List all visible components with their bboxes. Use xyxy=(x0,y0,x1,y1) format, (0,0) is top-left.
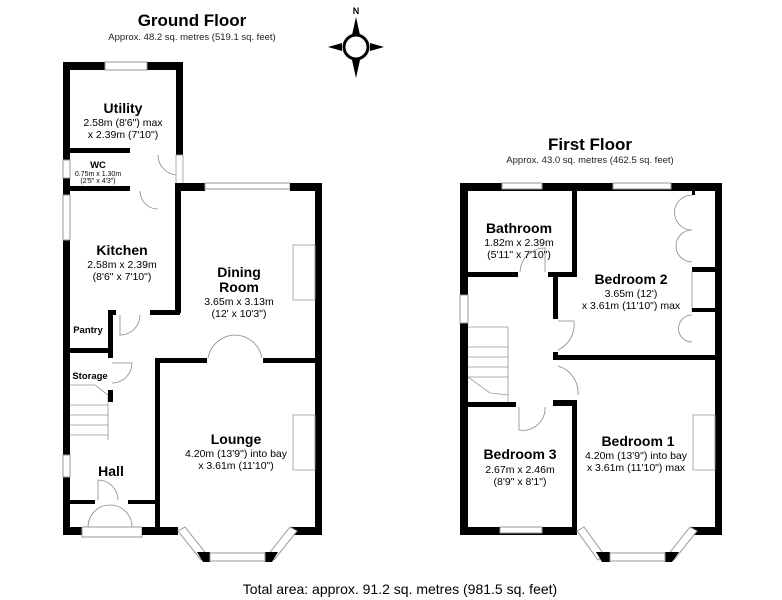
room-dimensions: 4.20m (13'9") into bay xyxy=(585,450,688,462)
first-floor-title: First Floor xyxy=(548,135,632,154)
room-name: Utility xyxy=(104,100,143,116)
room-dimensions: (5'11" x 7'10") xyxy=(487,249,551,261)
room-dimensions: x 3.61m (11'10") xyxy=(198,460,274,472)
room-bedroom-1: Bedroom 1 4.20m (13'9") into bay x 3.61m… xyxy=(585,433,688,474)
room-dimensions: 3.65m (12') xyxy=(605,288,658,300)
room-pantry: Pantry xyxy=(73,325,103,336)
room-kitchen: Kitchen 2.58m x 2.39m (8'6" x 7'10") xyxy=(87,242,157,283)
room-lounge: Lounge 4.20m (13'9") into bay x 3.61m (1… xyxy=(185,431,288,472)
room-name: Room xyxy=(219,279,259,295)
room-dimensions: 4.20m (13'9") into bay xyxy=(185,448,288,460)
room-bedroom-2: Bedroom 2 3.65m (12') x 3.61m (11'10") m… xyxy=(582,271,681,312)
room-storage: Storage xyxy=(72,371,107,382)
room-name: Bedroom 3 xyxy=(483,446,556,462)
room-name: Bedroom 2 xyxy=(594,271,667,287)
room-wc: WC 0.75m x 1.30m (2'5" x 4'3") xyxy=(75,160,121,185)
room-hall: Hall xyxy=(98,463,124,479)
room-bedroom-3: Bedroom 3 2.67m x 2.46m (8'9" x 8'1") xyxy=(483,446,556,488)
room-dimensions: (8'6" x 7'10") xyxy=(93,271,152,283)
room-dimensions: (2'5" x 4'3") xyxy=(80,178,115,185)
ground-floor-title: Ground Floor xyxy=(138,11,247,30)
room-name: Dining xyxy=(217,264,261,280)
room-name: Lounge xyxy=(211,431,262,447)
total-area: Total area: approx. 91.2 sq. metres (981… xyxy=(243,581,557,597)
staircase xyxy=(467,326,509,402)
compass-icon: N xyxy=(328,6,384,78)
room-dimensions: 2.58m (8'6") max xyxy=(83,117,163,129)
room-dimensions: 3.65m x 3.13m xyxy=(204,296,274,308)
room-dimensions: 2.58m x 2.39m xyxy=(87,259,157,271)
compass-north-label: N xyxy=(353,6,360,16)
room-name: Bedroom 1 xyxy=(601,433,674,449)
room-dimensions: x 2.39m (7'10") xyxy=(88,129,159,141)
first-floor-plan xyxy=(459,182,722,562)
room-dimensions: 1.82m x 2.39m xyxy=(484,237,554,249)
room-dimensions: 0.75m x 1.30m xyxy=(75,171,121,178)
staircase xyxy=(70,384,109,440)
room-name: Bathroom xyxy=(486,220,552,236)
room-dimensions: x 3.61m (11'10") max xyxy=(582,300,681,312)
room-utility: Utility 2.58m (8'6") max x 2.39m (7'10") xyxy=(83,100,163,141)
room-dimensions: (8'9" x 8'1") xyxy=(494,476,547,488)
room-bathroom: Bathroom 1.82m x 2.39m (5'11" x 7'10") xyxy=(484,220,554,261)
first-floor-area: Approx. 43.0 sq. metres (462.5 sq. feet) xyxy=(506,155,673,166)
room-dimensions: x 3.61m (11'10") max xyxy=(587,462,686,474)
ground-floor-area: Approx. 48.2 sq. metres (519.1 sq. feet) xyxy=(108,32,275,43)
ground-floor-plan xyxy=(62,61,322,562)
room-dining: Dining Room 3.65m x 3.13m (12' x 10'3") xyxy=(204,264,274,320)
room-dimensions: 2.67m x 2.46m xyxy=(485,464,555,476)
room-dimensions: (12' x 10'3") xyxy=(211,308,266,320)
room-name: Kitchen xyxy=(96,242,147,258)
room-name: WC xyxy=(90,160,106,171)
